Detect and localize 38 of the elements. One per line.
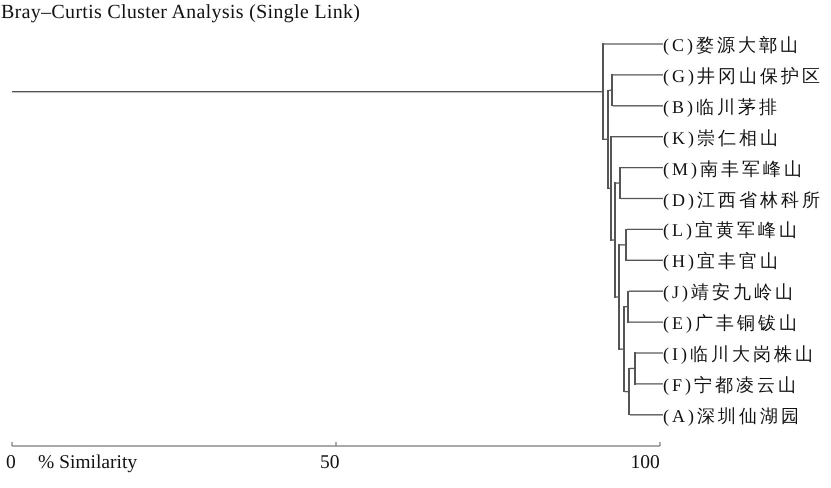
- branch-line: [620, 348, 624, 350]
- branch-line: [626, 260, 663, 261]
- branch-line: [608, 90, 612, 91]
- leaf-label: (D)江西省林科所: [663, 188, 823, 212]
- branch-line: [612, 136, 663, 138]
- leaf-label: (G)井冈山保护区: [663, 64, 823, 88]
- branch-line: [604, 43, 663, 45]
- leaf-label: (J)靖安九岭山: [663, 280, 796, 304]
- leaf-label: (B)临川茅排: [663, 94, 780, 119]
- leaf-label: (K)崇仁相山: [663, 126, 781, 150]
- branch-line: [620, 166, 663, 168]
- tick-label: 0: [6, 452, 16, 474]
- leaf-label: (E)广丰铜钹山: [663, 311, 800, 336]
- leaf-label: (F)宁都凌云山: [663, 372, 799, 397]
- leaf-label: (I)临川大岗株山: [663, 342, 816, 366]
- leaf-label: (L)宜黄军峰山: [663, 218, 800, 242]
- leaf-label: (C)婺源大鄣山: [663, 33, 801, 57]
- leaf-label: (M)南丰军峰山: [663, 156, 805, 181]
- tick-label: 50: [320, 452, 340, 474]
- axis-title: % Similarity: [38, 452, 138, 474]
- branch-line: [636, 383, 663, 385]
- tick-label: 100: [630, 452, 660, 474]
- branch-line: [604, 138, 608, 140]
- branch-line: [612, 74, 663, 76]
- branch-line: [612, 105, 663, 106]
- branch-line: [628, 321, 663, 323]
- branch-line: [630, 414, 663, 416]
- branch-line: [636, 352, 663, 354]
- leaf-label: (H)宜丰官山: [663, 249, 781, 274]
- branch-line: [620, 198, 663, 200]
- branch-line: [626, 228, 663, 230]
- branch-line: [624, 390, 628, 392]
- branch-line: [12, 91, 602, 92]
- branch-line: [620, 244, 626, 246]
- branch-line: [624, 306, 628, 308]
- leaf-label: (A)深圳仙湖园: [663, 404, 802, 428]
- branch-line: [628, 290, 663, 292]
- chart-title: Bray–Curtis Cluster Analysis (Single Link): [1, 0, 360, 24]
